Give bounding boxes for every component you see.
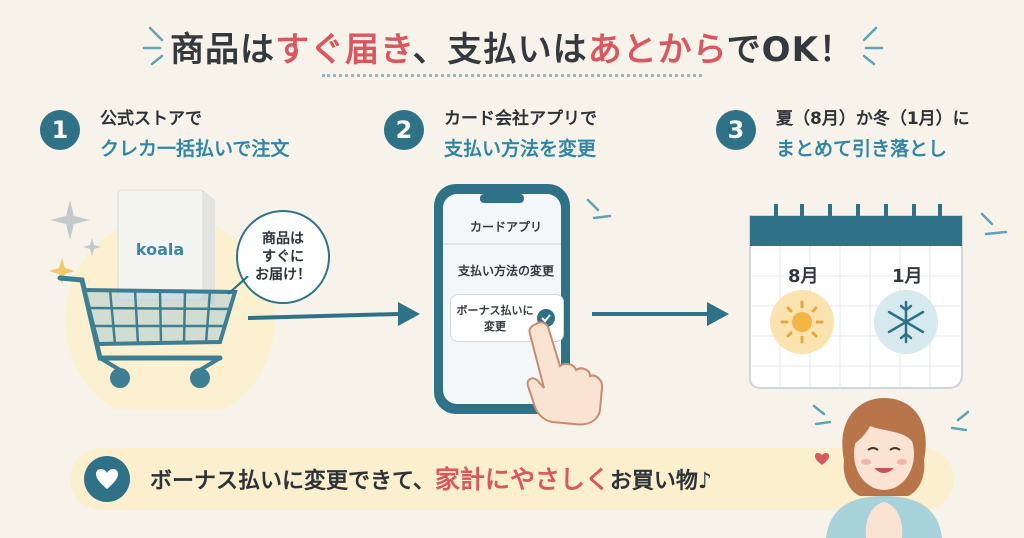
step-2-line2: 支払い方法を変更 [444,138,597,160]
payment-option-line: 変更 [484,320,506,333]
step-1-text: 公式ストアで クレカ一括払いで注文 [100,104,289,164]
banner-text: ボーナス払いに変更できて、家計にやさしくお買い物♪ [150,460,712,496]
sparkle-icon [49,258,75,284]
calendar-month-summer: 8月 [788,266,819,287]
sparkle-icon [980,212,1008,236]
speech-bubble-tail [227,276,249,295]
product-box-label: koala [136,240,184,259]
calendar-illustration [748,204,963,389]
title-part: でOK！ [726,30,854,70]
speech-bubble: 商品は すぐに お届け！ [236,210,330,304]
arrow-right-icon [248,302,420,326]
payment-option-label: ボーナス払いに 変更 [455,303,535,335]
banner-text-part: ボーナス払いに変更できて、 [150,469,435,494]
speech-bubble-line: お届け！ [255,267,311,283]
title-highlight: すぐ届き [275,30,413,70]
title-underline [322,74,702,77]
bottom-banner [70,448,954,510]
step-number-3: 3 [716,110,756,150]
banner-text-part: お買い物♪ [609,469,712,494]
phone-menu-label: 支払い方法の変更 [457,264,554,278]
step-number-2: 2 [384,110,424,150]
payment-option-line: ボーナス払いに [456,304,534,317]
pointing-hand-icon [526,321,604,426]
sparkle-icon [862,26,884,66]
step-1-line2: クレカ一括払いで注文 [100,138,290,160]
step-3-line2: まとめて引き落とし [776,138,948,160]
title-highlight: あとから [587,30,727,70]
step-2-text: カード会社アプリで 支払い方法を変更 [444,104,597,164]
sparkle-icon [950,410,970,432]
step-number-1: 1 [40,110,80,150]
cart-illustration: koala [49,189,275,410]
shopping-cart-icon [57,275,238,388]
step-1-line1: 公式ストアで [100,109,202,129]
speech-bubble-line: 商品は [262,231,304,247]
calendar-month-winter: 1月 [892,266,923,287]
sparkle-icon [50,200,101,256]
title-part: 商品は [170,30,276,70]
banner-text-highlight: 家計にやさしく [434,465,610,494]
step-2-line1: カード会社アプリで [444,109,597,129]
step-3-line1: 夏（8月）か冬（1月）に [776,109,970,129]
page-title: 商品はすぐ届き、支払いはあとからでOK！ [0,22,1024,71]
phone-app-title: カードアプリ [469,220,542,234]
step-3-text: 夏（8月）か冬（1月）に まとめて引き落とし [776,104,970,164]
title-part: 、支払いは [412,30,588,70]
sparkle-icon [142,26,164,66]
speech-bubble-line: すぐに [262,249,304,265]
heart-icon [815,453,829,465]
heart-icon [96,469,118,489]
banner-heart-badge [84,456,130,502]
arrow-right-icon [592,302,729,326]
sun-icon [780,300,824,344]
woman-illustration [826,398,942,538]
sparkle-icon [812,404,832,426]
sparkle-icon [586,198,612,220]
snowflake-icon [887,300,925,344]
